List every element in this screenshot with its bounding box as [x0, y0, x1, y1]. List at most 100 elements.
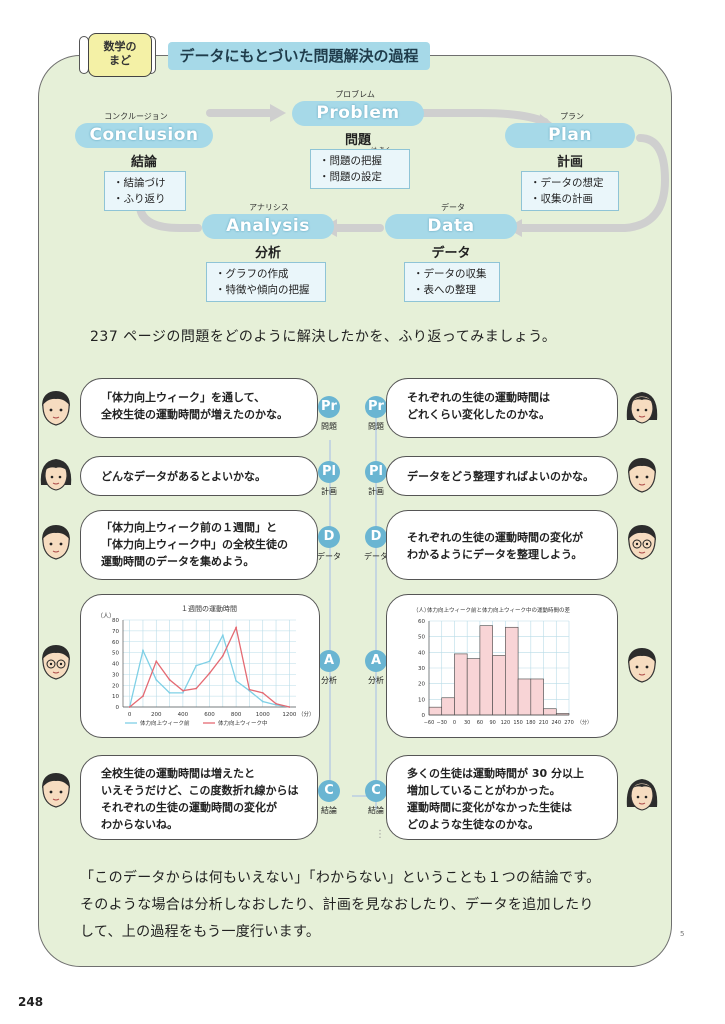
left-bubble-problem-text: 「体力向上ウィーク」を通して、 全校生徒の運動時間が増えたのかな。	[101, 391, 288, 421]
intro-text: 237 ページの問題をどのように解決したかを、ふり返ってみましょう。	[90, 329, 557, 345]
left-step-line	[329, 440, 331, 800]
conclusion-bullets: 結論づけ ふり返り	[104, 171, 186, 211]
line-chart-point	[168, 678, 171, 681]
line-chart-point	[195, 664, 198, 667]
analysis-item-2: 特徴や傾向の把握	[215, 282, 317, 298]
right-bubble-data-text: それぞれの生徒の運動時間の変化が わかるようにデータを整理しよう。	[407, 531, 583, 561]
line-chart-point	[155, 660, 158, 663]
student-boy-face-3	[42, 773, 70, 808]
step-conclusion-left: C	[318, 780, 340, 802]
histogram-bar	[517, 678, 532, 716]
line-chart-point	[208, 660, 211, 663]
student-girl-face-2	[626, 392, 658, 424]
step-data-right: D	[365, 526, 387, 548]
plan-item-1: データの想定	[530, 175, 610, 191]
conclusion-ruby: コンクルージョン	[104, 112, 168, 121]
line-chart-xtick: 1200	[282, 712, 296, 718]
histogram-xtick: 180	[526, 720, 536, 726]
line-chart-point	[248, 688, 251, 691]
line-chart-point	[288, 706, 291, 708]
histogram-bar	[505, 626, 519, 716]
step-problem-right-label: 問題	[368, 422, 384, 431]
step-analysis-right: A	[365, 650, 387, 672]
histogram-bar	[479, 625, 493, 716]
plan-item-2: 収集の計画	[530, 191, 610, 207]
right-bubble-problem-text: それぞれの生徒の運動時間は どれくらい変化したのかな。	[407, 391, 550, 421]
plan-bullets: データの想定 収集の計画	[521, 171, 619, 211]
histogram-xlabel: （分）	[577, 719, 592, 726]
page-number: 248	[18, 995, 44, 1009]
line-chart-ytick: 40	[112, 662, 119, 668]
line-chart-title: １週間の運動時間	[181, 604, 237, 613]
histogram-xtick: 210	[539, 720, 549, 726]
data-item-1: データの収集	[413, 266, 491, 282]
line-chart-xtick: 0	[128, 712, 132, 718]
analysis-bullets: グラフの作成 特徴や傾向の把握	[206, 262, 326, 302]
histogram-xtick: 30	[464, 720, 470, 726]
page-title: データにもとづいた問題解決の過程	[168, 42, 430, 70]
left-bubble-conclusion: 全校生徒の運動時間は増えたと いえそうだけど、この度数折れ線からは それぞれの生…	[80, 755, 318, 840]
analysis-label: 分析	[254, 246, 281, 261]
conclusion-item-2: ふり返り	[113, 191, 177, 207]
right-bubble-conclusion: 多くの生徒は運動時間が 30 分以上 増加していることがわかった。 運動時間に変…	[386, 755, 618, 840]
right-step-line	[375, 400, 377, 810]
line-chart-ytick: 30	[112, 672, 119, 678]
histogram-ytick: 20	[418, 682, 425, 688]
student-glasses-face-1	[42, 645, 70, 680]
histogram-xtick: 60	[477, 720, 483, 726]
left-bubble-data: 「体力向上ウィーク前の１週間」と 「体力向上ウィーク中」の全校生徒の 運動時間の…	[80, 510, 318, 580]
line-chart-xlabel: （分）	[298, 710, 315, 718]
margin-number: 5	[680, 930, 685, 938]
line-chart-ylabel: （人）	[97, 613, 115, 620]
line-chart-point	[142, 695, 144, 698]
line-chart-point	[235, 680, 238, 682]
left-bubble-data-text: 「体力向上ウィーク前の１週間」と 「体力向上ウィーク中」の全校生徒の 運動時間の…	[101, 521, 288, 568]
histogram-xtick: 90	[489, 720, 495, 726]
plan-ruby: プラン	[560, 112, 584, 121]
histogram-ytick: 50	[418, 635, 425, 641]
line-chart-point	[208, 672, 211, 675]
histogram-xtick: 120	[501, 720, 511, 726]
line-chart-point	[221, 634, 224, 637]
histogram-bar	[454, 653, 468, 716]
line-chart-point	[155, 678, 158, 681]
step-analysis-right-label: 分析	[368, 676, 384, 685]
analysis-item-1: グラフの作成	[215, 266, 317, 282]
left-bubble-plan-text: どんなデータがあるとよいかな。	[101, 470, 266, 483]
right-bubble-problem: それぞれの生徒の運動時間は どれくらい変化したのかな。	[386, 378, 618, 438]
student-boy-face-5	[628, 648, 656, 683]
line-chart-point	[195, 687, 198, 690]
line-chart-point	[168, 691, 171, 694]
histogram-bar	[492, 655, 506, 716]
step-problem-left-label: 問題	[321, 422, 337, 431]
right-bubble-conclusion-text: 多くの生徒は運動時間が 30 分以上 増加していることがわかった。 運動時間に変…	[407, 767, 584, 831]
problem-pill: Problem	[292, 101, 424, 126]
histogram-xtick: −60	[424, 720, 435, 726]
histogram-bar	[466, 658, 481, 716]
line-chart-ytick: 50	[112, 651, 119, 657]
line-chart-point	[221, 654, 224, 657]
histogram-bar	[441, 697, 455, 716]
line-chart-xtick: 600	[204, 712, 215, 718]
data-pill: Data	[385, 214, 517, 239]
student-boy-face-4	[628, 458, 656, 493]
badge-text: 数学の まど	[103, 40, 137, 67]
problem-label: 問題	[344, 133, 371, 148]
line-chart-point	[275, 702, 277, 705]
line-chart-xtick: 200	[151, 712, 162, 718]
step-problem-left: Pr	[318, 396, 340, 418]
student-glasses-face-2	[628, 525, 656, 560]
line-chart-xtick: 400	[178, 712, 189, 718]
plan-pill: Plan	[505, 123, 635, 148]
step-data-left: D	[318, 526, 340, 548]
histogram-ytick: 60	[418, 619, 425, 625]
histogram-bar	[543, 708, 557, 716]
problem-item-2: 問題の設定	[319, 169, 401, 185]
student-girl-face-1	[40, 459, 72, 491]
step-plan-left: Pl	[318, 461, 340, 483]
histogram-bar	[530, 678, 544, 716]
line-chart-point	[181, 691, 184, 694]
